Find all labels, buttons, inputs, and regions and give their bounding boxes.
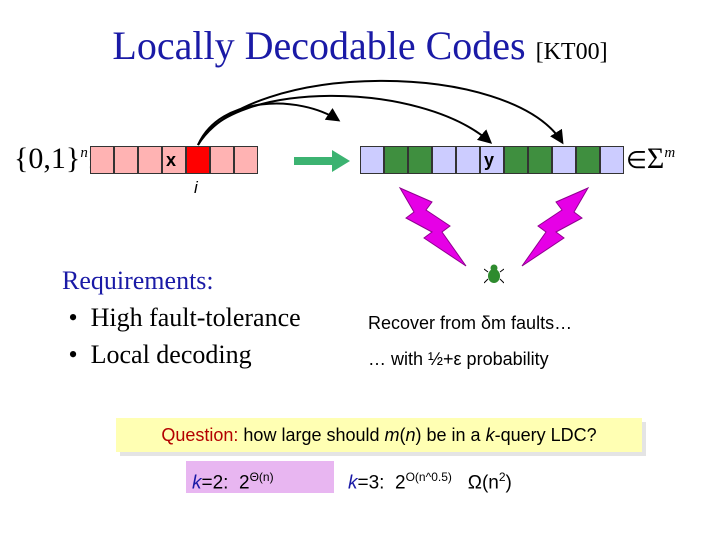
message-cell-index	[186, 146, 210, 174]
k3-k: k	[348, 472, 358, 494]
k2-exponent: Θ(n)	[249, 470, 274, 484]
k3-bound: k=3: 2O(n^0.5) Ω(n2)	[348, 461, 512, 499]
query-arc-2	[197, 94, 493, 146]
fault-recovery-text: Recover from δm faults…	[368, 313, 573, 333]
index-label: i	[194, 178, 198, 197]
page-title: Locally Decodable Codes [KT00]	[0, 22, 720, 69]
question-box: Question: how large should m(n) be in a …	[116, 418, 642, 452]
codeword-cell	[456, 146, 480, 174]
message-cell	[162, 146, 186, 174]
k3-eq: =3:	[357, 472, 385, 494]
codeword-cell	[600, 146, 624, 174]
k2-k: k	[192, 472, 202, 494]
codomain-sigma: Σ	[646, 142, 665, 175]
message-cell	[210, 146, 234, 174]
codomain-set: ∈Σm	[626, 142, 675, 176]
query-arc-3	[197, 79, 564, 146]
domain-exponent: n	[80, 145, 88, 161]
codomain-exponent: m	[664, 145, 676, 161]
question-text-c: ) be in a	[415, 425, 486, 445]
question-k: k	[485, 425, 495, 445]
codeword-cell-corrupted	[504, 146, 528, 174]
message-cell	[90, 146, 114, 174]
question-text-d: -query LDC?	[494, 425, 597, 445]
k3-exponent: O(n^0.5)	[405, 470, 452, 484]
k3-base: 2	[395, 472, 406, 494]
message-cell	[138, 146, 162, 174]
query-arcs	[197, 79, 564, 146]
bug-icon	[484, 264, 504, 284]
codeword-label: y	[484, 150, 495, 170]
k2-base: 2	[239, 472, 250, 494]
query-arc-1	[197, 102, 341, 146]
message-label: x	[166, 150, 177, 170]
codeword-cell	[360, 146, 384, 174]
question-m: m	[384, 425, 400, 445]
lightning-bolt-icon	[521, 186, 590, 267]
codeword-cell-corrupted	[576, 146, 600, 174]
requirements-heading: Requirements:	[62, 266, 214, 295]
k2-bound-box: k=2: 2Θ(n)	[186, 461, 334, 493]
title-main: Locally Decodable Codes	[112, 23, 526, 68]
codeword-cell-corrupted	[384, 146, 408, 174]
k3-omega-exp: 2	[498, 470, 506, 484]
requirements-list: Requirements: • High fault-tolerance • L…	[62, 262, 301, 373]
encode-arrow-icon	[294, 150, 350, 172]
requirement-item-text: High fault-tolerance	[90, 303, 301, 332]
question-text: how large should	[238, 425, 385, 445]
requirement-item: • Local decoding	[62, 340, 252, 369]
codeword-cell-corrupted	[408, 146, 432, 174]
message-cell	[234, 146, 258, 174]
codeword-cell	[480, 146, 504, 174]
codeword-cell	[432, 146, 456, 174]
k2-eq: =2:	[201, 472, 229, 494]
codomain-relation: ∈	[626, 148, 647, 174]
question-paren-open: (	[399, 425, 406, 445]
k3-omega: Ω(n	[467, 472, 499, 494]
domain-set-text: {0,1}	[14, 142, 81, 175]
codeword-cell	[552, 146, 576, 174]
message-cell	[114, 146, 138, 174]
question-n: n	[405, 425, 416, 445]
requirement-item-text: Local decoding	[90, 340, 252, 369]
title-citation: [KT00]	[535, 39, 608, 65]
probability-text: … with ½+ε probability	[368, 349, 549, 369]
question-prefix: Question:	[161, 425, 239, 445]
k3-omega-close: )	[505, 472, 512, 494]
requirement-item: • High fault-tolerance	[62, 303, 301, 332]
lightning-bolt-icon	[398, 186, 467, 267]
codeword-cell-corrupted	[528, 146, 552, 174]
